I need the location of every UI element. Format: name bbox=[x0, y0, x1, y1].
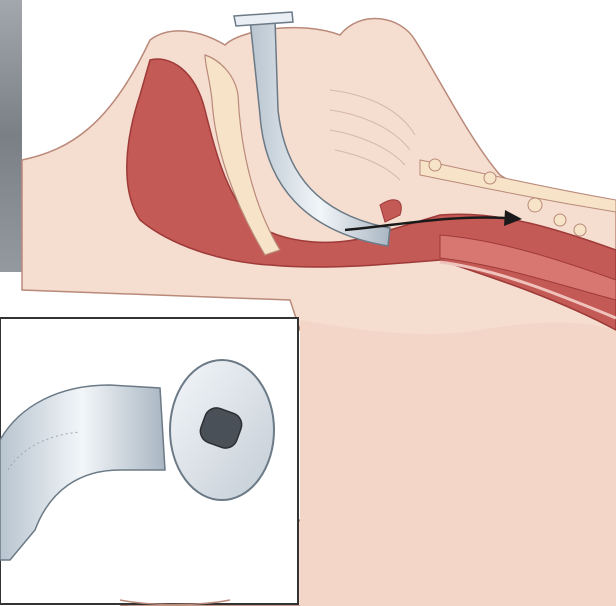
background-photo-patch bbox=[0, 0, 22, 272]
neck bbox=[300, 320, 616, 606]
